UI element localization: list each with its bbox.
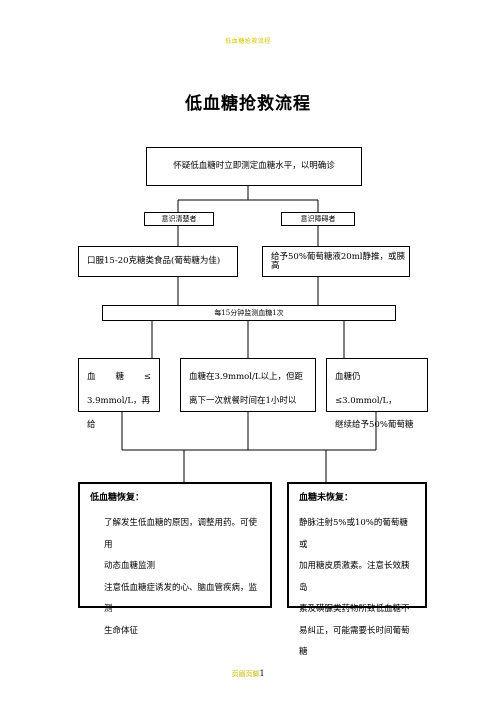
conscious-label: 意识清楚者 [144, 212, 214, 226]
outcome-mid-box: 血糖在3.9mmol/L以上，但距 离下一次就餐时间在1小时以 [180, 358, 316, 412]
impaired-text: 意识障碍者 [300, 214, 336, 223]
not-recovered-line2: 加用糖皮质激素。注意长效胰岛 [299, 561, 410, 593]
outcome-low-box: 血 糖 ≤ 3.9mmol/L，再给 [78, 358, 160, 430]
iv-treatment-box: 给予50%葡萄糖液20ml静推，或胰高 [262, 246, 410, 277]
recovered-line4: 生命体征 [104, 625, 139, 636]
iv-treatment-text: 给予50%葡萄糖液20ml静推，或胰高 [271, 252, 405, 271]
outcome-low-line1: 血 糖 ≤ [87, 365, 151, 389]
conscious-text: 意识清楚者 [161, 214, 197, 223]
outcome-low-line2: 3.9mmol/L，再给 [87, 396, 150, 430]
outcome-still-low-box: 血糖仍≤3.0mmol/L， 继续给予50%葡萄糖 [326, 358, 428, 430]
not-recovered-box: 血糖未恢复： 静脉注射5%或10%的葡萄糖或 加用糖皮质激素。注意长效胰岛 素及… [287, 482, 427, 657]
outcome-mid-line2: 离下一次就餐时间在1小时以 [189, 396, 297, 406]
not-recovered-line4: 易纠正，可能需要长时间葡萄糖 [299, 625, 410, 658]
recovered-line1: 了解发生低血糖的原因，调整用药。可使用 [104, 518, 258, 550]
outcome-low-word2: 糖 [115, 372, 124, 382]
recovered-line3: 注意低血糖症诱发的心、脑血管疾病，监测 [104, 582, 258, 615]
oral-treatment-box: 口服15-20克糖类食品(葡萄糖为佳) [78, 246, 238, 277]
oral-treatment-text: 口服15-20克糖类食品(葡萄糖为佳) [87, 256, 221, 267]
not-recovered-line3: 素及磺脲类药物所致低血糖不 [299, 604, 410, 614]
outcome-low-word3: ≤ [143, 372, 151, 382]
not-recovered-line1: 静脉注射5%或10%的葡萄糖或 [299, 518, 408, 550]
recheck-text: 每15分钟监测血糖1次 [214, 308, 284, 317]
page-footer: 页眉页脚1 [0, 669, 496, 679]
page-header: 低血糖抢救流程 [225, 38, 271, 45]
recovered-heading: 低血糖恢复： [90, 493, 145, 503]
impaired-label: 意识障碍者 [281, 212, 355, 226]
page-number: 1 [259, 669, 265, 678]
page-title: 低血糖抢救流程 [185, 94, 311, 114]
outcome-mid-line1: 血糖在3.9mmol/L以上，但距 [189, 372, 303, 382]
recheck-bar: 每15分钟监测血糖1次 [102, 305, 396, 321]
outcome-low-word1: 血 [87, 372, 96, 382]
outcome-still-low-line1: 血糖仍≤3.0mmol/L， [335, 372, 397, 406]
not-recovered-heading: 血糖未恢复： [299, 493, 354, 503]
suspect-text: 怀疑低血糖时立即测定血糖水平，以明确诊 [173, 161, 335, 172]
outcome-still-low-line2: 继续给予50%葡萄糖 [335, 420, 414, 430]
recovered-line2: 动态血糖监测 [104, 561, 156, 571]
recovered-box: 低血糖恢复： 了解发生低血糖的原因，调整用药。可使用 动态血糖监测 注意低血糖症… [78, 482, 272, 636]
footer-text: 页眉页脚 [231, 670, 260, 678]
suspect-box: 怀疑低血糖时立即测定血糖水平，以明确诊 [146, 147, 362, 186]
